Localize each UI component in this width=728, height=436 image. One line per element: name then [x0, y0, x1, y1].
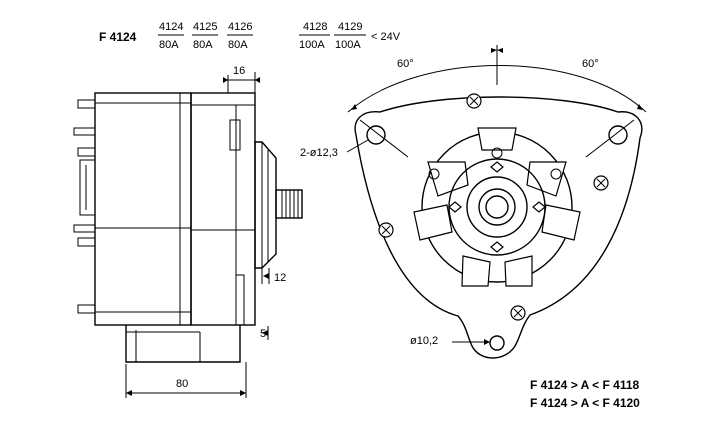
dim-16: 16	[233, 65, 245, 77]
side-dimensions: 16 12 5 80	[125, 65, 286, 398]
alternator-front-view	[347, 45, 647, 359]
angle-right: 60°	[582, 58, 599, 70]
variant-amp: 100A	[299, 39, 325, 51]
variant-code: 4124	[159, 21, 183, 33]
alternator-side-view	[73, 92, 303, 363]
angle-left: 60°	[397, 58, 414, 70]
variants-80a: 4124 80A 4125 80A 4126 80A	[158, 21, 253, 51]
variant-amp: 80A	[228, 39, 248, 51]
variant-code: 4129	[338, 21, 362, 33]
front-dimensions: 60° 60° 2-ø12,3 ø10,2	[300, 58, 599, 347]
variant-code: 4128	[303, 21, 327, 33]
hole-top-label: 2-ø12,3	[300, 147, 338, 159]
reference-line: F 4124 > A < F 4120	[530, 396, 640, 410]
hole-bottom-label: ø10,2	[410, 335, 438, 347]
variant-code: 4125	[193, 21, 217, 33]
variant-amp: 80A	[159, 39, 179, 51]
variant-amp: 100A	[335, 39, 361, 51]
dim-12: 12	[274, 272, 286, 284]
reference-line: F 4124 > A < F 4118	[530, 378, 640, 392]
dim-5: 5	[260, 328, 266, 340]
voltage-label: < 24V	[371, 31, 401, 43]
variants-100a: 4128 100A 4129 100A	[299, 21, 366, 51]
variant-amp: 80A	[193, 39, 213, 51]
variant-code: 4126	[228, 21, 252, 33]
dim-80: 80	[176, 378, 188, 390]
model-label: F 4124	[99, 30, 137, 44]
